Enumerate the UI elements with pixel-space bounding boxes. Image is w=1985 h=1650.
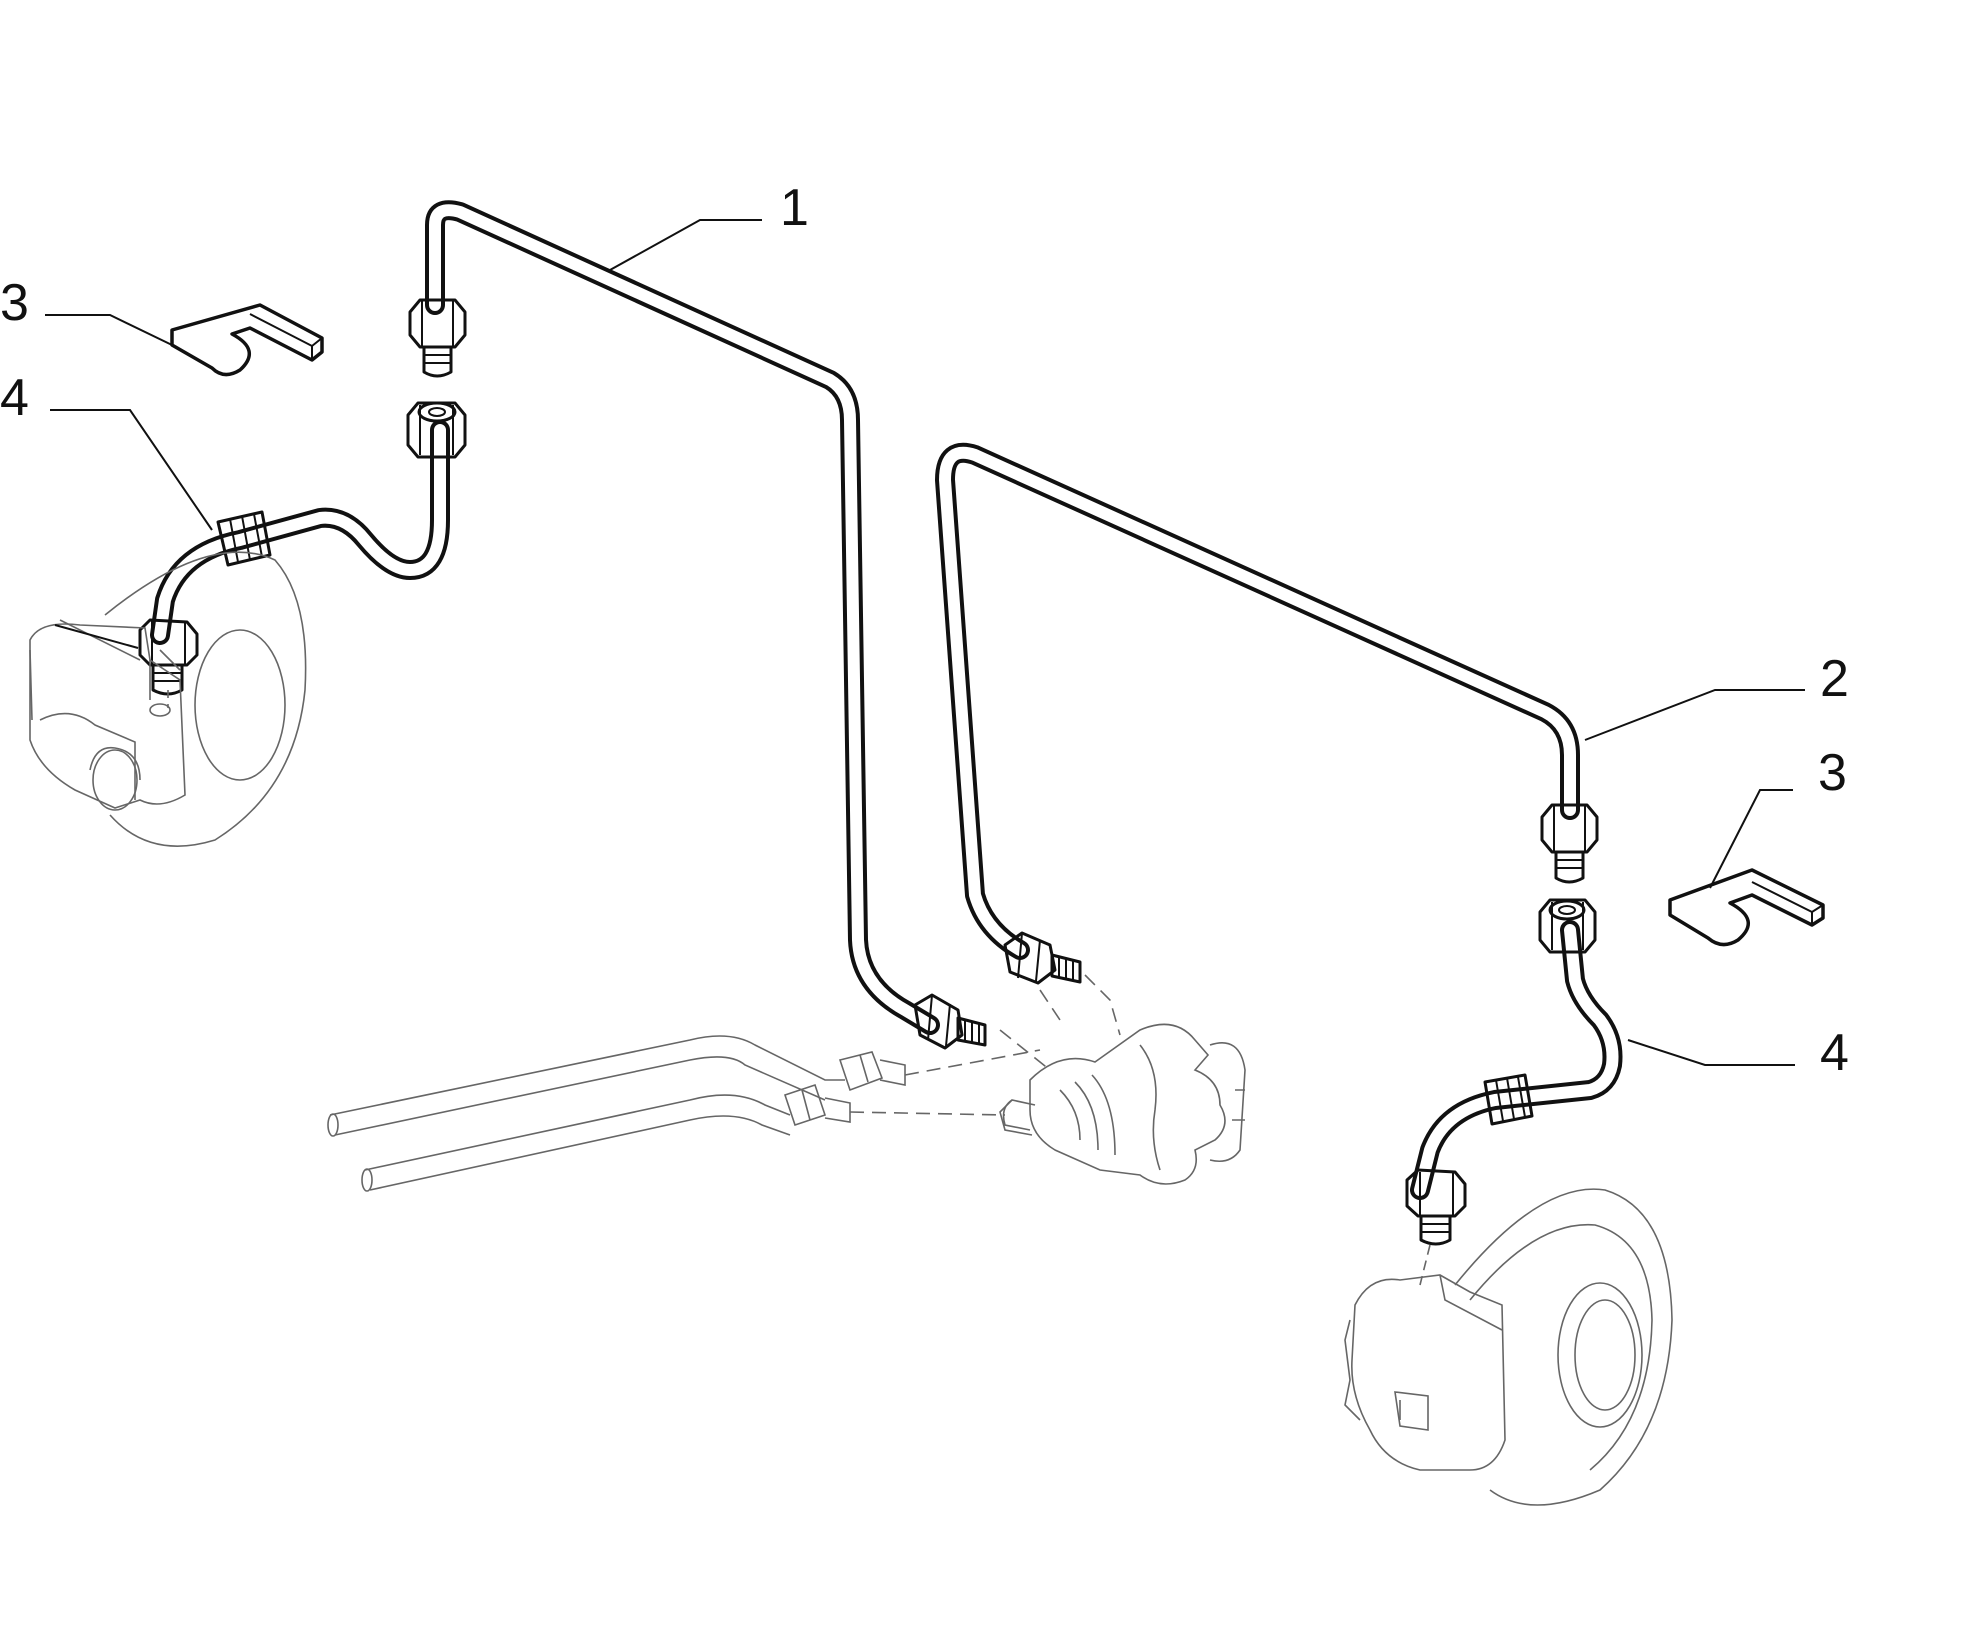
- right-flex-hose-4: [1405, 898, 1623, 1246]
- pipe-1-top-nut: [408, 298, 467, 378]
- left-flex-hose-4: [138, 401, 467, 696]
- right-brake-caliper-disc: [1344, 1188, 1673, 1506]
- pipe-2-bottom-fitting: [1003, 931, 1082, 985]
- callout-label-3-left: 3: [0, 274, 29, 332]
- callout-label-3-right: 3: [1818, 744, 1847, 802]
- pipe-2-right-nut: [1540, 803, 1599, 884]
- left-retaining-clip-3: [170, 303, 324, 377]
- background-brake-lines: [327, 974, 1121, 1192]
- callout-label-4-right: 4: [1820, 1024, 1849, 1082]
- callout-label-4-left: 4: [0, 369, 29, 427]
- callout-label-2: 2: [1820, 650, 1849, 708]
- leader-lines: [45, 219, 1805, 1066]
- master-cylinder: [999, 1023, 1246, 1185]
- pipe-1-bottom-fitting: [913, 993, 987, 1050]
- brake-pipe-1: [425, 200, 940, 1035]
- right-retaining-clip-3: [1668, 868, 1825, 947]
- callout-label-1: 1: [780, 179, 809, 237]
- brake-pipe-2: [935, 442, 1580, 960]
